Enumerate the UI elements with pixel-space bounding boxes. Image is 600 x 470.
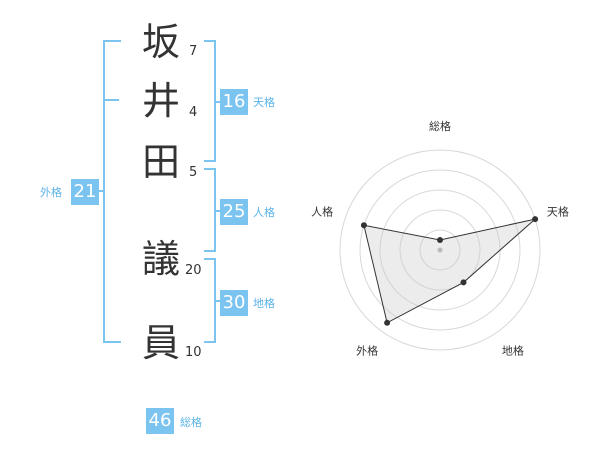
- gaikaku-bracket-tick: [103, 99, 119, 101]
- radar-axis-label-0: 総格: [429, 119, 451, 133]
- radar-center-point: [437, 247, 443, 253]
- radar-ring-4: [359, 169, 521, 331]
- gaikaku-label: 外格: [40, 186, 62, 199]
- radar-point-0: [437, 237, 443, 243]
- radar-axis-label-4: 人格: [311, 205, 333, 219]
- radar-point-4: [360, 222, 367, 229]
- radar-ring-1: [419, 229, 461, 271]
- chikaku-label: 地格: [253, 297, 275, 310]
- radar-point-1: [532, 216, 539, 223]
- radar-plot: [360, 216, 539, 326]
- jinkaku-label: 人格: [253, 206, 275, 219]
- radar-ring-2: [399, 209, 481, 291]
- radar-series-area: [363, 218, 537, 324]
- name-char-2: 井: [141, 79, 180, 123]
- tenkaku-label: 天格: [253, 96, 275, 109]
- name-char-1: 坂: [141, 20, 180, 64]
- stroke-count-2: 4: [189, 105, 198, 120]
- radar-point-3: [384, 319, 391, 326]
- radar-axis-label-2: 地格: [502, 343, 524, 357]
- tenkaku-value: 16: [220, 89, 248, 115]
- chikaku-bracket-connector: [214, 300, 220, 302]
- gaikaku-value: 21: [71, 179, 99, 205]
- radar-point-2: [460, 279, 467, 286]
- radar-axis-label-3: 外格: [356, 343, 378, 357]
- soukaku-value: 46: [146, 408, 174, 434]
- tenkaku-bracket-connector: [214, 101, 220, 103]
- soukaku-label: 総格: [180, 416, 202, 429]
- chikaku-value: 30: [220, 290, 248, 316]
- jinkaku-value: 25: [220, 199, 248, 225]
- name-char-4: 議: [141, 237, 180, 281]
- stroke-count-5: 10: [185, 345, 202, 360]
- radar-ring-5: [339, 149, 541, 351]
- stroke-count-1: 7: [189, 44, 198, 59]
- stroke-count-4: 20: [185, 263, 202, 278]
- name-char-5: 員: [141, 321, 180, 365]
- name-char-3: 田: [141, 140, 180, 184]
- radar-axis-label-1: 天格: [547, 205, 569, 219]
- stroke-count-3: 5: [189, 165, 198, 180]
- jinkaku-bracket-connector: [214, 210, 220, 212]
- gaikaku-bracket: [103, 40, 121, 343]
- gaikaku-bracket-connector: [96, 190, 104, 192]
